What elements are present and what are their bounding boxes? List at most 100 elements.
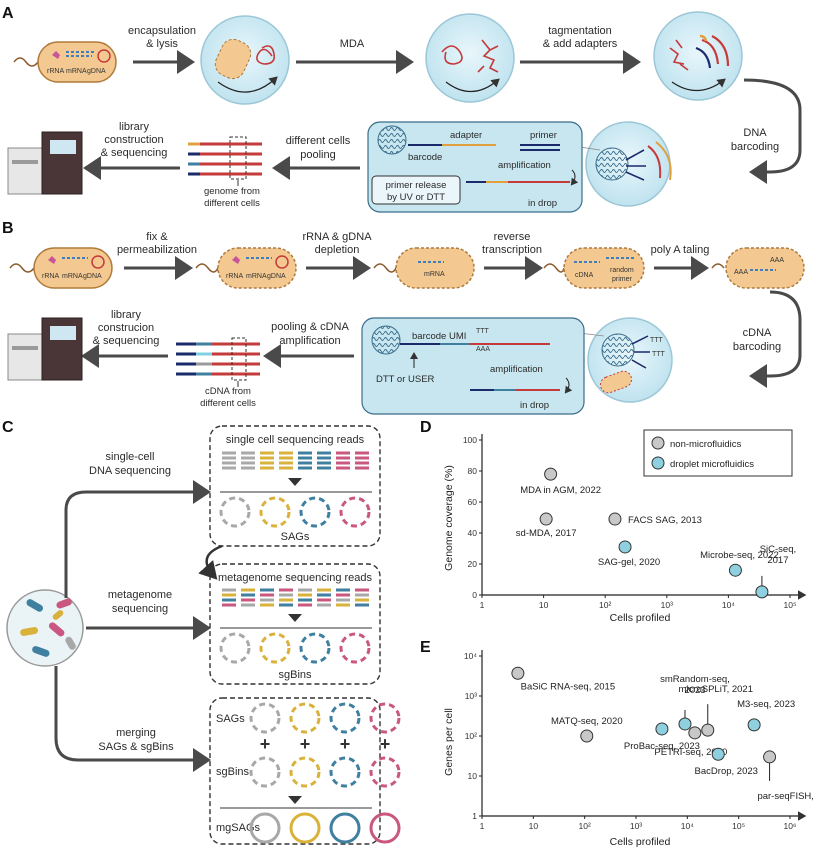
y-tick-label: 60 [468,497,478,507]
box3-sags: SAGs [216,713,245,725]
step-depletion: depletion [315,244,360,256]
droplet-a3 [653,11,743,101]
point-label: SiC-seq, [760,544,796,555]
step-encapsulation: encapsulation [128,25,196,37]
cell-label-rrna: rRNA [47,68,64,75]
bead-b-aaa: AAA [476,346,490,353]
genome-ring [339,632,371,664]
panel-a: A rRNA mRNA gDNA encapsulation & lysis M… [2,5,802,213]
panel-b: B rRNA mRNA gDNA fix & permeabilization … [2,220,805,415]
step-dna: DNA [743,127,767,139]
box2-reads [222,588,369,607]
box-single-cell-reads: single cell sequencing reads SAGs [209,425,381,547]
step-cdna: cDNA [743,327,772,339]
x-tick-label: 1 [480,600,485,610]
genome-caption-2: different cells [204,198,260,209]
genome-ring [289,756,321,788]
x-tick-label: 10² [579,821,591,831]
data-point [688,726,702,740]
box3-mgsags: mgSAGs [216,822,261,834]
y-tick-label: 1 [472,811,477,821]
bead-amplification: amplification [498,160,551,171]
point-label: FACS SAG, 2013 [628,515,702,526]
plus-sign: + [340,734,351,754]
genome-ring [339,496,371,528]
cell-b4-random: random [610,267,634,274]
step-add-adapters: & add adapters [543,38,618,50]
panel-a-letter: A [2,5,14,22]
bead-release-2: by UV or DTT [387,192,445,203]
box3-mgsag-rings [249,812,401,844]
drop-ttt1: TTT [650,337,664,344]
box3-sgbins: sgBins [216,766,250,778]
point-label: 2023 [684,685,705,696]
step-barcoding: barcoding [731,141,779,153]
cdna-caption-1: cDNA from [205,386,251,397]
cell-label-mrna: mRNA [66,68,87,75]
arrow-a4 [743,78,802,184]
bead-b-indrop: in drop [520,400,549,411]
arrow-b5 [749,290,802,388]
step-construction: construction [104,134,163,146]
cell-b5-aaa1: AAA [734,269,748,276]
bead-b-amplification: amplification [490,364,543,375]
cell-b4-cdna: cDNA [575,272,594,279]
bacterium-b4: cDNA random primer [543,247,645,289]
point-label: MDA in AGM, 2022 [520,485,601,496]
x-tick-label: 10⁵ [784,600,797,610]
data-point [678,717,692,731]
box-metagenome-reads: metagenome sequencing reads sgBins [209,563,381,685]
data-point [747,718,761,732]
step-rrna-gdna: rRNA & gDNA [302,231,372,243]
genome-ring [219,632,251,664]
point-label: par-seqFISH, 2021 [757,791,817,802]
box3-sgbin-rings [249,756,401,788]
point-label: SAG-gel, 2020 [598,557,660,568]
box2-rings [219,632,371,664]
box1-rings [219,496,371,528]
droplet-a2 [425,13,515,103]
point-label: sd-MDA, 2017 [516,528,577,539]
cell-b3-mrna: mRNA [424,271,445,278]
point-label: smRandom-seq, [660,674,730,685]
box2-result: sgBins [278,669,312,681]
point-label: ProBac-seq, 2023 [624,741,700,752]
chart-d-xlabel: Cells profiled [610,612,671,624]
point-label: PETRI-seq, 2020 [654,747,727,758]
genome-ring [259,496,291,528]
point-label: M3-seq, 2023 [737,699,795,710]
step-b-library: library [111,309,141,321]
step-b-sequencing: & sequencing [93,335,160,347]
bead-adapter: adapter [450,130,482,141]
x-tick-label: 10² [599,600,611,610]
y-tick-label: 80 [468,466,478,476]
step-cdna-barcoding: barcoding [733,341,781,353]
step-library: library [119,121,149,133]
point-label: microSPLiT, 2021 [679,684,753,695]
box-merging: SAGs ++++ sgBins mgSAGs [209,697,401,845]
y-tick-label: 20 [468,559,478,569]
branch-dna-seq: DNA sequencing [89,465,171,477]
point-label: BaSiC RNA-seq, 2015 [521,681,616,692]
bacterium-b3: mRNA [373,247,475,289]
drop-ttt2: TTT [652,351,666,358]
step-reverse: reverse [494,231,531,243]
x-tick-label: 10⁴ [722,600,735,610]
data-point [763,750,777,764]
point-label: Microbe-seq, 2022 [700,550,779,561]
step-permeabilization: permeabilization [117,244,197,256]
cell-label-gdna: gDNA [87,68,106,75]
data-point [544,467,558,481]
genome-ring [329,756,361,788]
arrow-c1 [64,480,211,598]
panel-b-letter: B [2,220,14,237]
genome-ring [259,632,291,664]
genome-ring [299,632,331,664]
genome-ring [289,812,321,844]
x-tick-label: 1 [480,821,485,831]
genome-ring [369,756,401,788]
genome-ring [289,702,321,734]
